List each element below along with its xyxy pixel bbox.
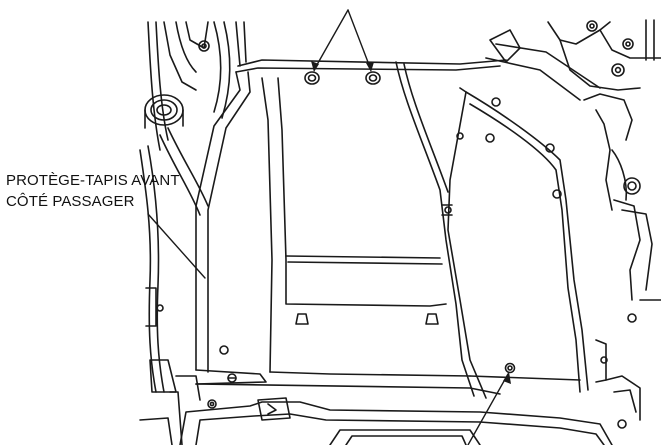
front-floor-mat-outline (195, 59, 507, 395)
front-passenger-mat-label: PROTÈGE-TAPIS AVANT CÔTÉ PASSAGER (6, 170, 180, 212)
label-line-1: PROTÈGE-TAPIS AVANT (6, 172, 180, 189)
leader-line-bottom-hole (467, 373, 509, 445)
arrowhead-left-hole (311, 61, 319, 72)
label-line-2: CÔTÉ PASSAGER (6, 193, 135, 210)
leader-line-left-hole (313, 9, 349, 71)
left-vehicle-structure (139, 21, 247, 409)
arrowhead-bottom-hole (503, 372, 511, 384)
callout-arrowheads (311, 61, 511, 384)
leader-line-mat (147, 213, 206, 279)
right-side-panel (395, 29, 601, 399)
leader-line-right-hole (347, 9, 372, 71)
right-vehicle-structure (547, 19, 661, 429)
arrowhead-right-hole (366, 62, 374, 72)
callout-leader-lines (147, 9, 509, 445)
bottom-console-tray (139, 391, 613, 445)
